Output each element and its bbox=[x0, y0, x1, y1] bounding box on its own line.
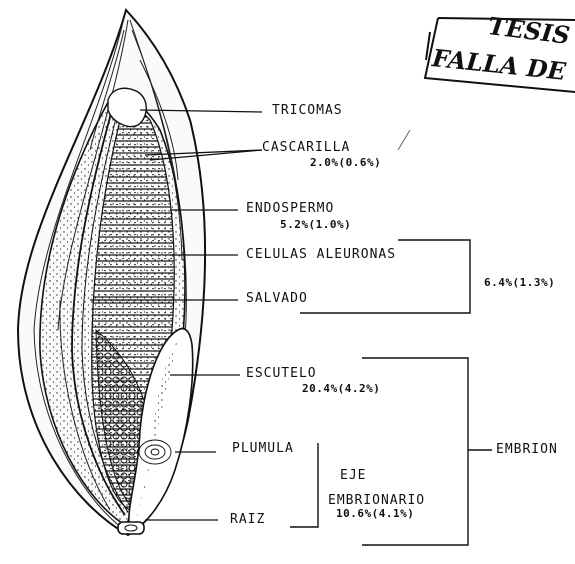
label-eje: EJE bbox=[340, 468, 366, 483]
label-endospermo-pct: 5.2%(1.0%) bbox=[280, 218, 351, 231]
label-raiz: RAIZ bbox=[230, 512, 265, 527]
label-salvado-pct: 6.4%(1.3%) bbox=[484, 276, 555, 289]
label-embrionario: EMBRIONARIO bbox=[328, 493, 425, 508]
label-escutelo-pct: 20.4%(4.2%) bbox=[302, 382, 380, 395]
label-endospermo: ENDOSPERMO bbox=[246, 201, 334, 216]
label-cascarilla-pct: 2.0%(0.6%) bbox=[310, 156, 381, 169]
label-salvado: SALVADO bbox=[246, 291, 308, 306]
label-embrionario-pct: 10.6%(4.1%) bbox=[336, 507, 414, 520]
label-escutelo: ESCUTELO bbox=[246, 366, 317, 381]
label-tricomas: TRICOMAS bbox=[272, 103, 343, 118]
label-celulas-aleuronas: CELULAS ALEURONAS bbox=[246, 247, 396, 262]
label-cascarilla: CASCARILLA bbox=[262, 140, 350, 155]
label-embrion: EMBRION bbox=[496, 442, 558, 457]
label-plumula: PLUMULA bbox=[232, 441, 294, 456]
